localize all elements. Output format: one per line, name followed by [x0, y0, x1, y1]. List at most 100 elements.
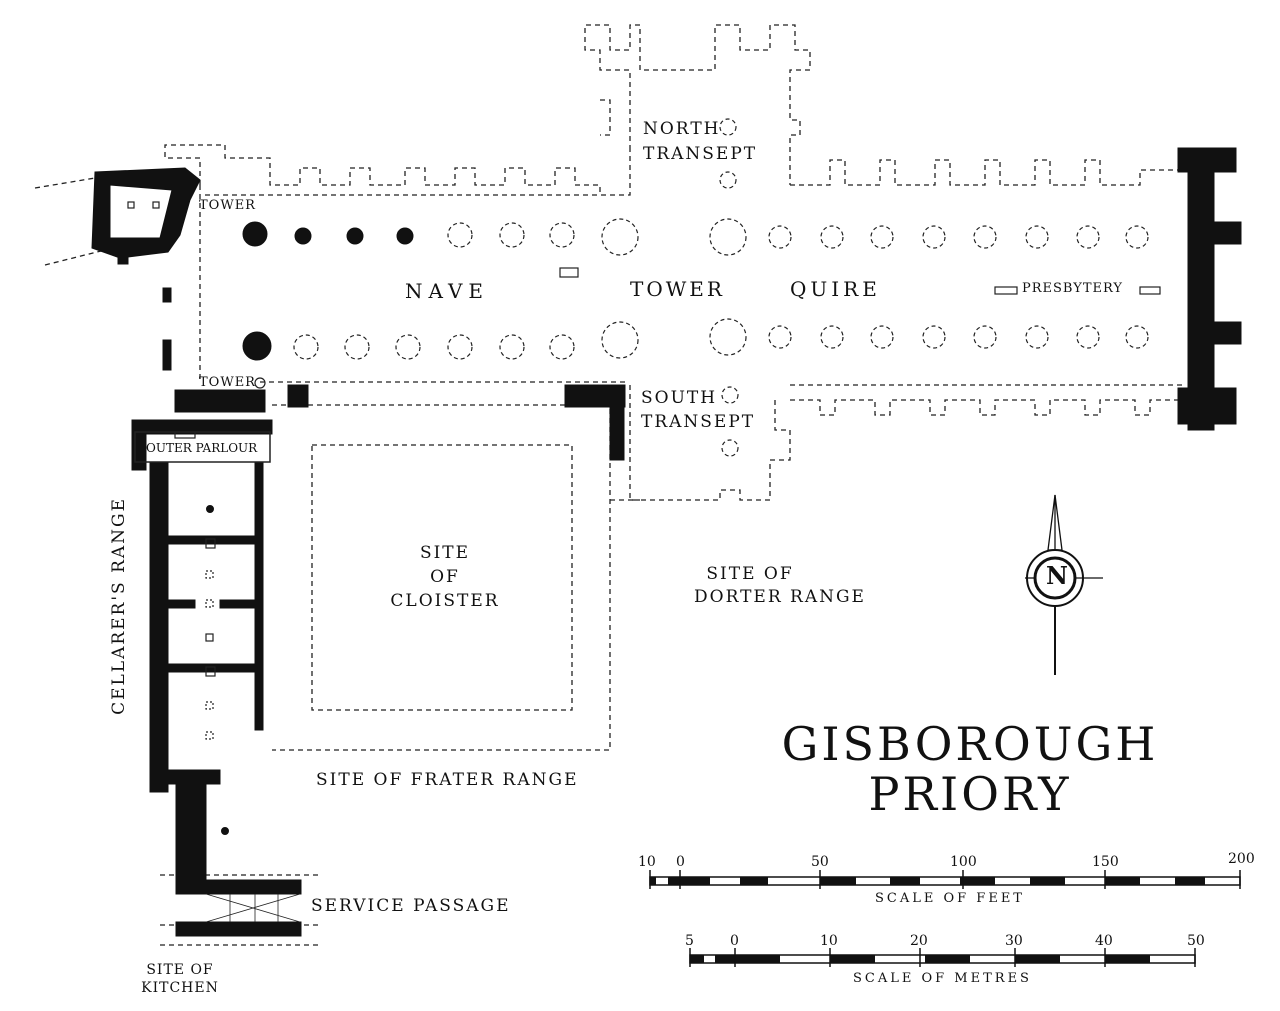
sw-tower-stair [254, 377, 266, 389]
cellar-cross-2 [164, 599, 196, 609]
pier-dashed [499, 222, 525, 248]
pier-dashed [1025, 325, 1049, 349]
pier-dashed [601, 321, 639, 359]
map-title-line2: PRIORY [868, 767, 1072, 821]
north-transept-west [600, 99, 611, 136]
cellar-cross-3 [219, 599, 261, 609]
pier-solid [242, 221, 268, 247]
scale-metres-caption: SCALE OF METRES [853, 971, 1032, 986]
pier-dashed [922, 225, 946, 249]
pier-dashed [549, 334, 575, 360]
label-outer-parlour: OUTER PARLOUR [146, 441, 258, 455]
quire-south-wall [790, 384, 1185, 416]
service-wall-2 [175, 921, 302, 937]
metres-tick-label: 5 [685, 933, 694, 949]
pier-dashed [447, 222, 473, 248]
pier-dashed [870, 225, 894, 249]
solid-walls [91, 147, 1242, 937]
pier-dashed [768, 225, 792, 249]
label-cloister-1: SITE [419, 543, 471, 563]
label-cellarers-range: CELLARER'S RANGE [109, 496, 130, 715]
label-quire: QUIRE [790, 277, 881, 301]
nw-door [117, 251, 129, 265]
dashed-piers [293, 118, 1149, 457]
pier-dashed [447, 334, 473, 360]
feet-tick-label: 0 [676, 854, 685, 870]
cellar-square [205, 538, 216, 549]
pier-dashed [293, 334, 319, 360]
pier-dashed [549, 222, 575, 248]
pier-dashed [1076, 325, 1100, 349]
metres-tick-label: 40 [1095, 933, 1113, 949]
feet-segments [650, 877, 1205, 885]
quire-north-wall [790, 159, 1185, 186]
metres-tick-label: 30 [1005, 933, 1023, 949]
pier-dashed [820, 225, 844, 249]
feet-tick-label: 10 [638, 854, 656, 870]
pier-dashed [973, 325, 997, 349]
metres-segments [690, 955, 1150, 963]
nave-north-wall [164, 144, 631, 196]
service-passage-cross [205, 893, 301, 923]
solid-piers [242, 221, 414, 361]
nw-building [91, 167, 201, 259]
nw-window [152, 201, 160, 209]
pier-dashed [719, 118, 737, 136]
metres-tick-label: 0 [730, 933, 739, 949]
label-frater-range: SITE OF FRATER RANGE [316, 770, 579, 790]
metres-tick-label: 50 [1187, 933, 1205, 949]
south-transept [629, 385, 791, 501]
kitchen-passage-wall [175, 783, 207, 885]
tomb-marker [559, 267, 579, 278]
pier-dashed [719, 171, 737, 189]
north-arrow-letter: N [1046, 561, 1068, 590]
cellar-square [205, 599, 214, 608]
north-arrow [1025, 494, 1103, 675]
feet-tick-label: 50 [811, 854, 829, 870]
east-butt-4 [1177, 387, 1237, 425]
east-butt-3 [1204, 321, 1242, 345]
label-south-transept-2: TRANSEPT [641, 412, 756, 432]
cellar-square [205, 731, 214, 740]
label-north-transept-1: NORTH [643, 119, 721, 139]
west-approach [34, 177, 106, 266]
nw-window [127, 201, 135, 209]
cellar-square [205, 570, 214, 579]
pier-dashed [499, 334, 525, 360]
sw-tower-base [174, 389, 266, 413]
nave-south-base [287, 384, 309, 408]
pier-dashed [870, 325, 894, 349]
label-presbytery: PRESBYTERY [1022, 281, 1123, 296]
pier-dashed [395, 334, 421, 360]
pier-dashed [1076, 225, 1100, 249]
pier-dashed [820, 325, 844, 349]
column-dot [221, 827, 229, 835]
pier-solid [346, 227, 364, 245]
label-tower-crossing: TOWER [630, 277, 725, 301]
pier-dashed [973, 225, 997, 249]
west-frag-1 [162, 287, 172, 303]
label-tower-sw: TOWER [199, 375, 256, 390]
pier-solid [294, 227, 312, 245]
pier-solid [396, 227, 414, 245]
feet-tick-label: 150 [1092, 854, 1119, 870]
label-south-transept-1: SOUTH [641, 388, 718, 408]
label-north-transept-2: TRANSEPT [643, 144, 758, 164]
column-dot [206, 505, 214, 513]
pier-dashed [344, 334, 370, 360]
pier-dashed [922, 325, 946, 349]
presbytery-step-right [1139, 286, 1161, 295]
pier-dashed [709, 218, 747, 256]
metres-tick-label: 20 [910, 933, 928, 949]
label-dorter-1: SITE OF [706, 564, 794, 584]
label-kitchen-1: SITE OF [146, 962, 214, 978]
label-cloister-2: OF [430, 567, 460, 587]
cloister-inner [311, 444, 573, 711]
pier-dashed [721, 386, 739, 404]
cellar-cross-1 [164, 535, 261, 545]
east-butt-1 [1177, 147, 1237, 173]
parlour-box [134, 431, 271, 463]
cellar-cross-4 [164, 663, 261, 673]
pier-solid [242, 331, 272, 361]
